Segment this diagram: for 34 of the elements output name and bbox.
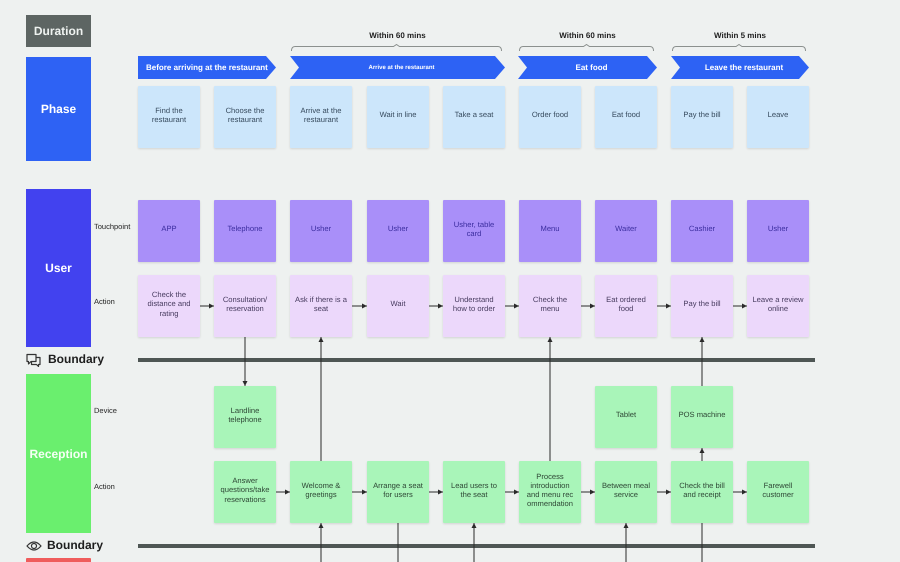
arrow — [318, 522, 324, 562]
arrow — [318, 336, 324, 462]
arrow — [428, 490, 444, 494]
arrow — [472, 522, 476, 562]
arrow — [656, 304, 672, 308]
arrow — [732, 490, 748, 494]
boundary-label: Boundary — [48, 352, 104, 366]
arrow — [656, 490, 672, 494]
arrow — [504, 490, 520, 494]
duration-label: Within 60 mins — [559, 31, 616, 41]
arrow — [624, 522, 628, 562]
boundary-label: Boundary — [47, 538, 104, 552]
arrow — [242, 336, 248, 386]
arrow — [732, 304, 748, 308]
arrow — [580, 490, 596, 494]
duration-label: Within 5 mins — [714, 31, 766, 41]
arrow — [504, 304, 520, 308]
arrow — [428, 304, 444, 308]
lane-header: User — [26, 189, 91, 347]
arrow — [700, 336, 704, 386]
arrow — [580, 304, 596, 308]
arrow — [200, 304, 214, 308]
phase-arrow: Eat food — [518, 56, 657, 79]
arrow — [700, 448, 704, 462]
lane-header: Duration — [26, 15, 91, 47]
arrow — [548, 336, 552, 462]
arrow — [352, 304, 368, 308]
lane-header: Phase — [26, 57, 91, 161]
phase-arrow: Leave the restaurant — [671, 56, 809, 79]
phase-arrow: Before arriving at the restaurant — [138, 56, 276, 79]
lane-header: Reception — [26, 374, 91, 533]
arrow — [276, 490, 290, 494]
duration-label: Within 60 mins — [369, 31, 426, 41]
arrow — [352, 490, 368, 494]
